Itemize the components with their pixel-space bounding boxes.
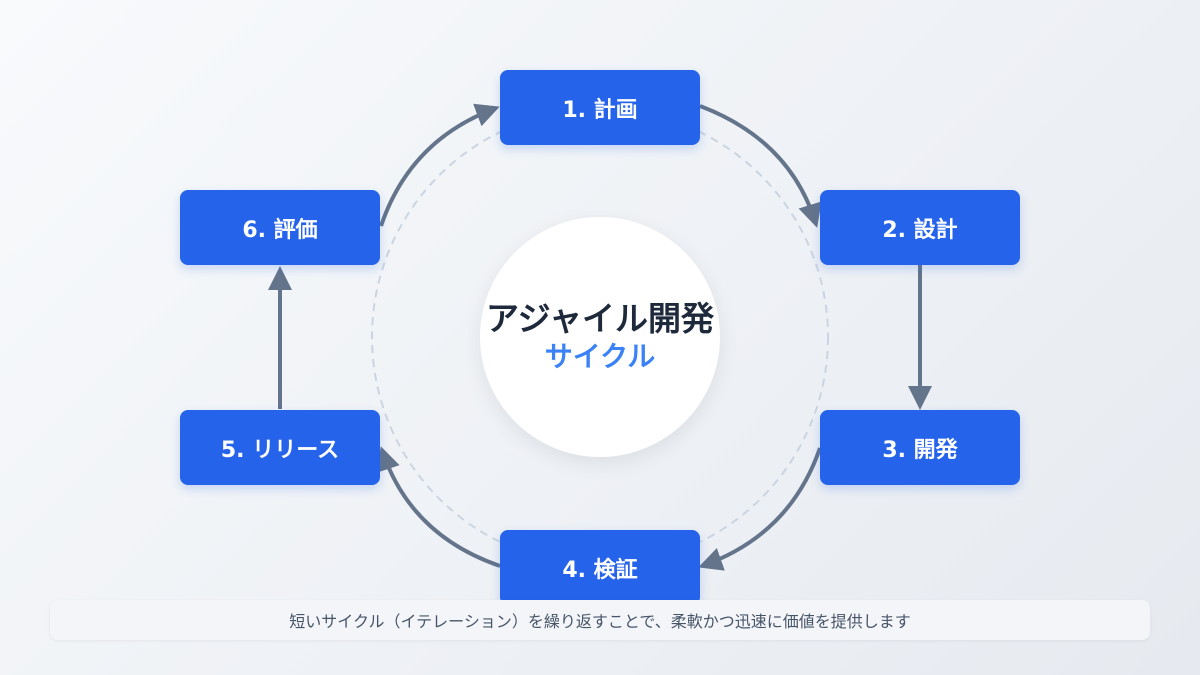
arrow-evaluate-to-plan: [379, 103, 500, 227]
step-plan: 1. 計画: [500, 70, 700, 145]
footer-note: 短いサイクル（イテレーション）を繰り返すことで、柔軟かつ迅速に価値を提供します: [50, 600, 1150, 640]
step-design: 2. 設計: [820, 190, 1020, 265]
arrow-plan-to-design: [699, 104, 822, 228]
arrow-test-to-release: [376, 446, 501, 568]
step-release: 5. リリース: [180, 410, 380, 485]
step-test: 4. 検証: [500, 530, 700, 605]
step-develop: 3. 開発: [820, 410, 1020, 485]
arrow-develop-to-test: [698, 447, 822, 571]
step-evaluate: 6. 評価: [180, 190, 380, 265]
center-title: アジャイル開発: [485, 298, 715, 338]
center-circle: アジャイル開発 サイクル: [480, 217, 720, 457]
center-subtitle: サイクル: [544, 340, 656, 374]
